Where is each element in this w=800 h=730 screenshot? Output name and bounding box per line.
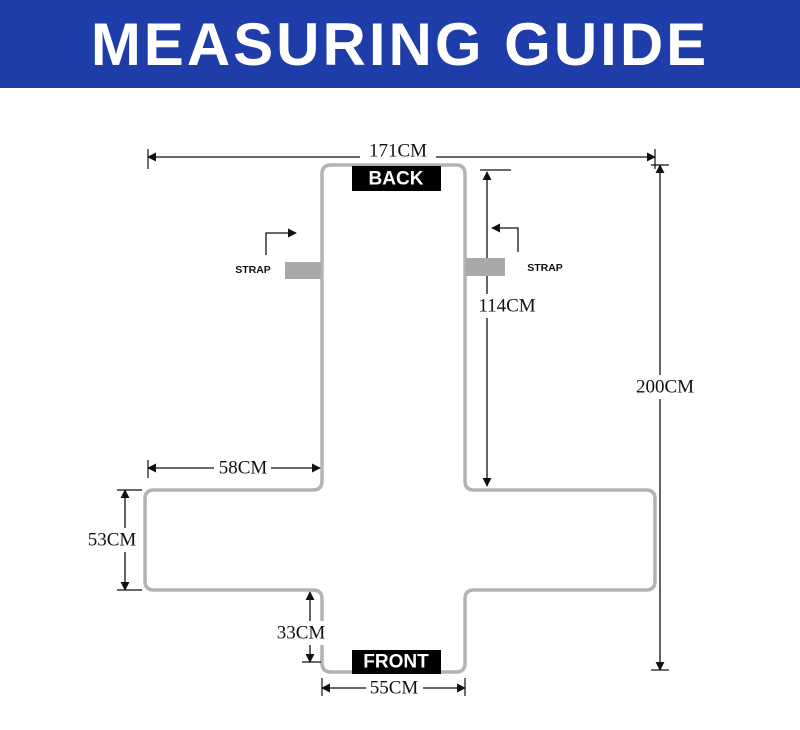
dim-label-bg: [273, 621, 330, 645]
dim-label-front-skirt-height: 33CM: [277, 623, 326, 644]
dim-label-back-height: 114CM: [478, 296, 535, 317]
front-label: FRONT: [363, 652, 429, 673]
dim-label-total-width: 171CM: [369, 141, 427, 162]
dim-label-bg: [360, 139, 436, 163]
back-label: BACK: [369, 169, 424, 190]
dim-label-bg: [366, 676, 423, 700]
dim-label-armrest-width: 58CM: [219, 458, 268, 479]
dim-label-bg: [84, 528, 141, 552]
measuring-diagram: 171CM 200CM 114CM 58CM 53CM 33CM 55CM ST…: [84, 139, 700, 700]
dim-label-bg: [474, 294, 540, 318]
dim-label-bg: [214, 456, 271, 480]
strap-right-label: STRAP: [527, 262, 563, 274]
strap-left-tab: [285, 262, 321, 279]
sofa-cover-outline: [143, 163, 657, 674]
header-banner: MEASURING GUIDE: [0, 0, 800, 88]
dim-label-front-width: 55CM: [370, 678, 419, 699]
strap-left-arrow: [265, 228, 297, 255]
strap-right-arrow: [491, 223, 519, 252]
dim-label-total-height: 200CM: [636, 377, 694, 398]
strap-right-tab: [466, 258, 505, 276]
strap-left-label: STRAP: [235, 264, 271, 276]
page-title: MEASURING GUIDE: [90, 10, 710, 78]
front-label-bg: [352, 650, 441, 674]
dim-label-side-height: 53CM: [88, 530, 137, 551]
back-label-bg: [352, 166, 441, 191]
dim-label-bg: [630, 375, 700, 399]
